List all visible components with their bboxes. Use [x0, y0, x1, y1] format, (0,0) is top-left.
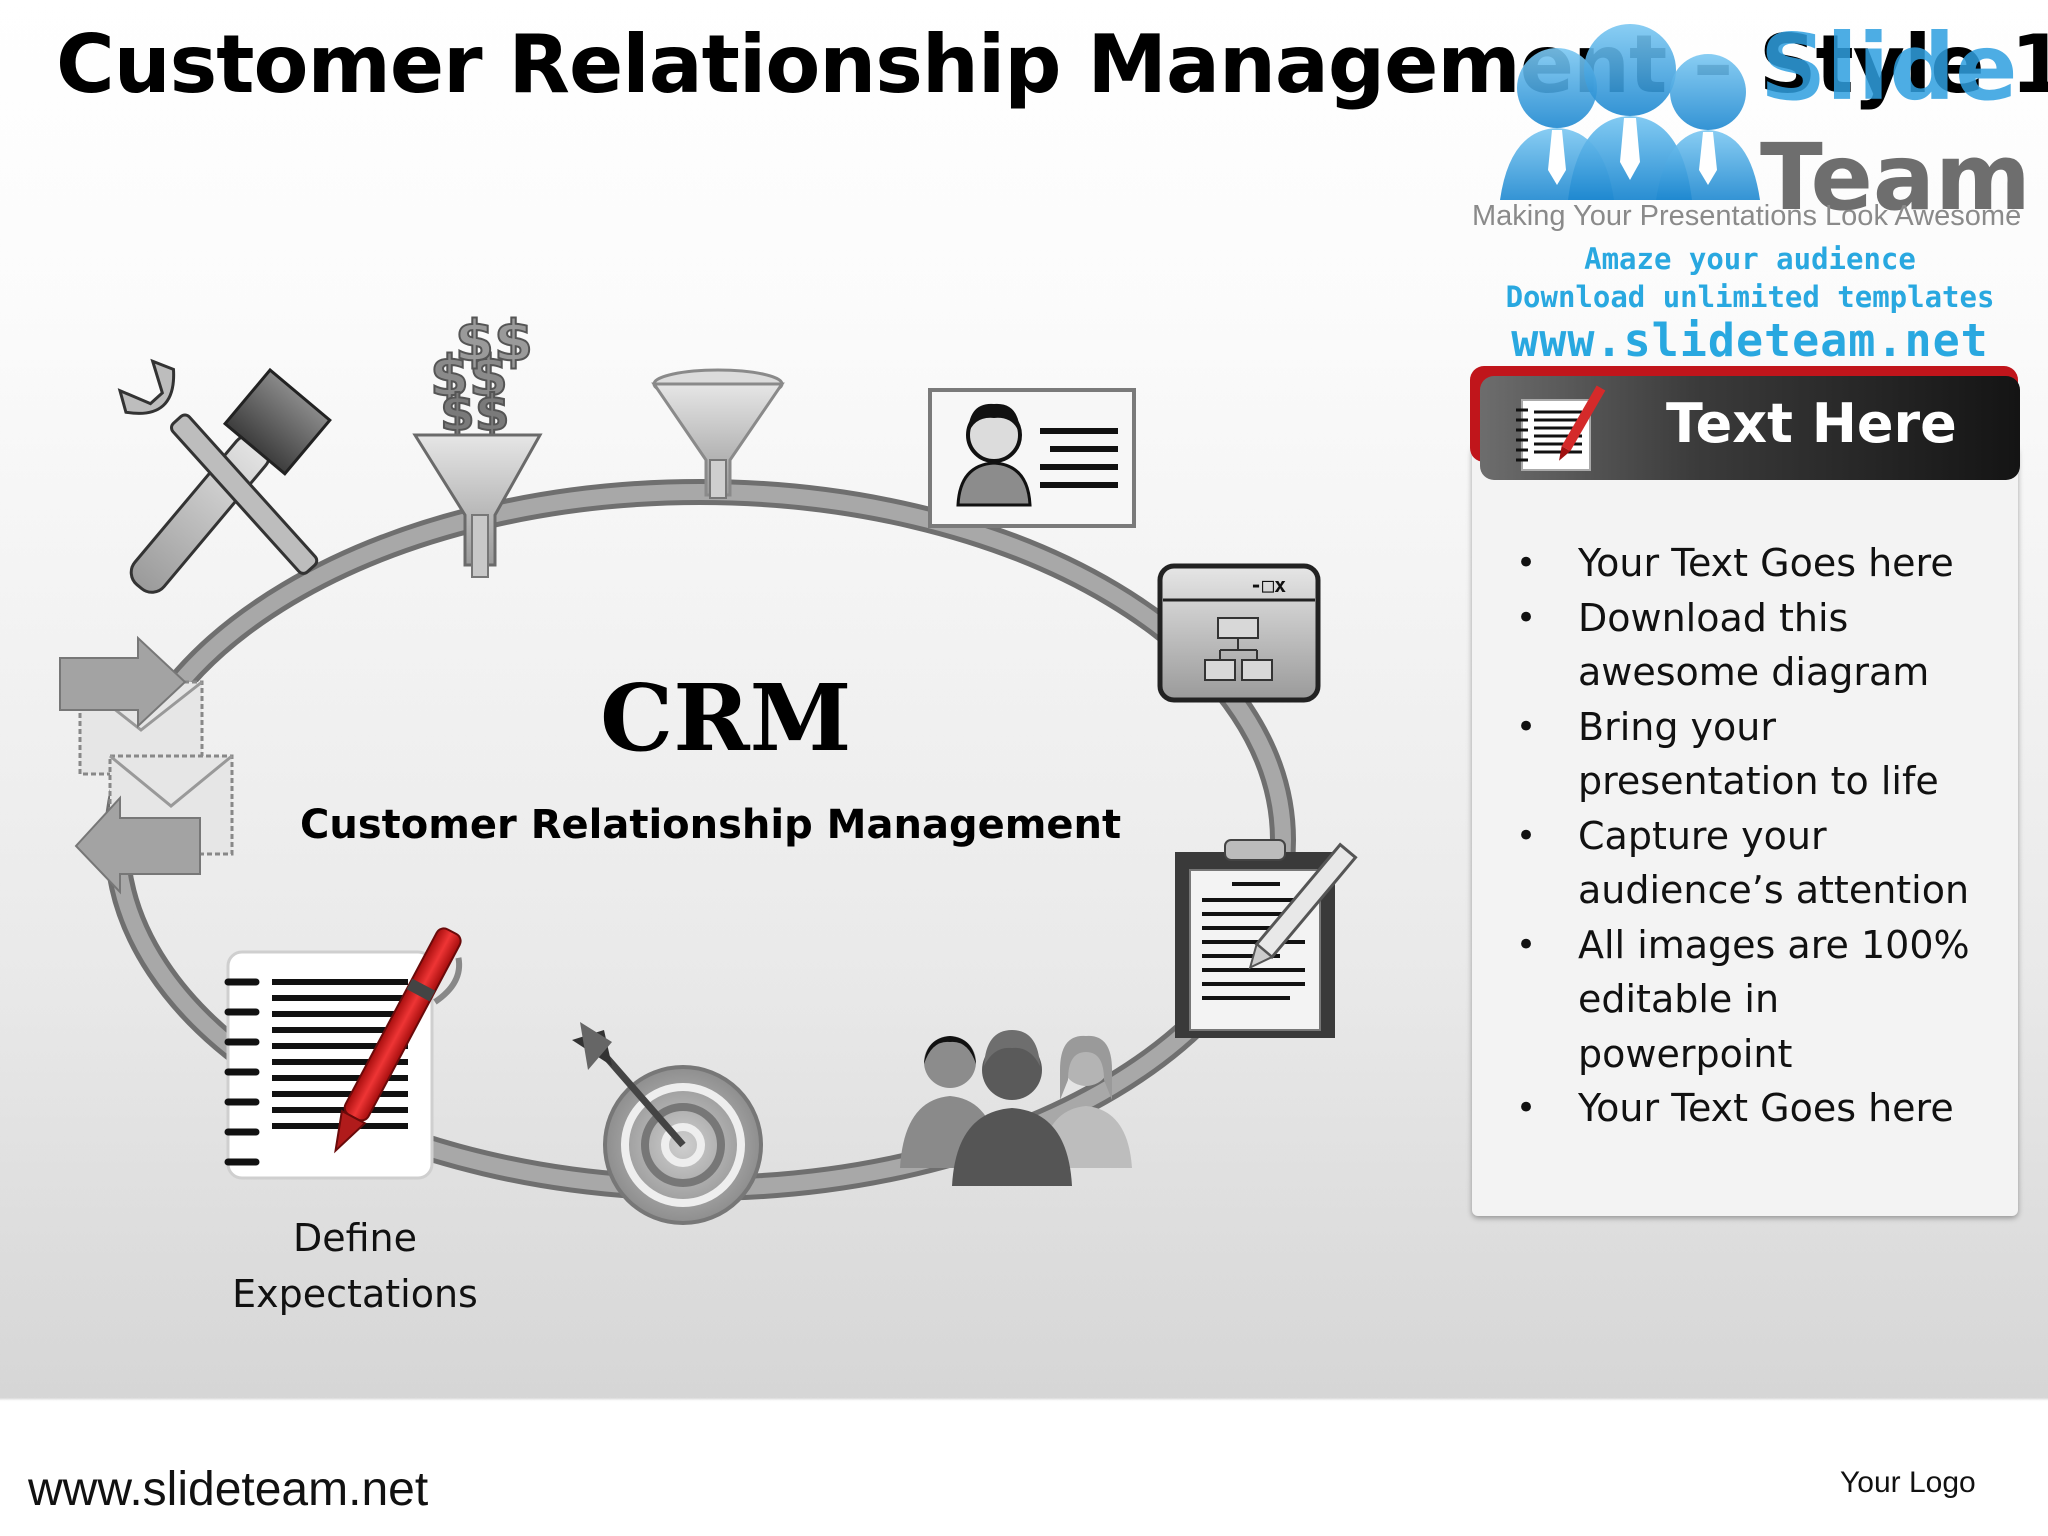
clipboard-pencil-icon [1175, 839, 1358, 1038]
funnel-icon [651, 368, 785, 499]
notepad-pen-icon [1516, 385, 1606, 471]
text-panel-title: Text Here [1666, 392, 1957, 455]
logo-url: www.slideteam.net [1511, 314, 1989, 367]
text-panel-header: Text Here [1480, 376, 2020, 480]
crm-subtitle: Customer Relationship Management [300, 802, 1122, 848]
bullet-list: Your Text Goes hereDownload this awesome… [1516, 536, 1996, 1136]
logo-tagline: Making Your Presentations Look Awesome [1472, 200, 2022, 232]
footer-url[interactable]: www.slideteam.net [28, 1463, 429, 1516]
svg-text:$$: $$ [440, 384, 510, 442]
logo-promo-line-1: Amaze your audience [1584, 242, 1916, 276]
logo-word-slide: Slide [1760, 14, 2018, 121]
bullet-item: Download this awesome diagram [1516, 591, 1996, 700]
bullet-item: Capture your audience’s attention [1516, 809, 1996, 918]
bullet-item: Bring your presentation to life [1516, 700, 1996, 809]
org-chart-window-icon: -□x [1157, 563, 1321, 703]
slideteam-logo: Slide Team Making Your Presentations Loo… [1460, 14, 2031, 374]
crm-heading-text: CRM [600, 664, 852, 772]
bullet-item: Your Text Goes here [1516, 536, 1996, 591]
people-group-icon [900, 1030, 1132, 1186]
footer-logo-placeholder: Your Logo [1840, 1466, 1976, 1499]
crm-cycle-diagram: $$ $$ $$ -□x [59, 308, 1358, 1225]
contact-card-icon [928, 388, 1136, 528]
text-panel: Text Here Your Text Goes hereDownload th… [1470, 366, 2020, 1222]
bullet-item: All images are 100% editable in powerpoi… [1516, 918, 1996, 1082]
step-label-define-expectations: Define Expectations [232, 1216, 478, 1316]
email-exchange-icon [59, 635, 234, 895]
bullet-item: Your Text Goes here [1516, 1081, 1996, 1136]
people-logo-icon [1500, 24, 1760, 200]
target-dart-icon [572, 1022, 763, 1225]
svg-text:$$: $$ [455, 309, 533, 374]
logo-promo-line-2: Download unlimited templates [1505, 280, 1995, 314]
crm-heading: CRM [600, 670, 852, 766]
notepad-pen-icon [224, 927, 463, 1180]
money-funnel-icon: $$ $$ $$ [412, 308, 543, 578]
logo-word-team: Team [1760, 124, 2031, 231]
svg-text:$$: $$ [430, 344, 508, 409]
svg-text:-□x: -□x [1250, 573, 1286, 597]
